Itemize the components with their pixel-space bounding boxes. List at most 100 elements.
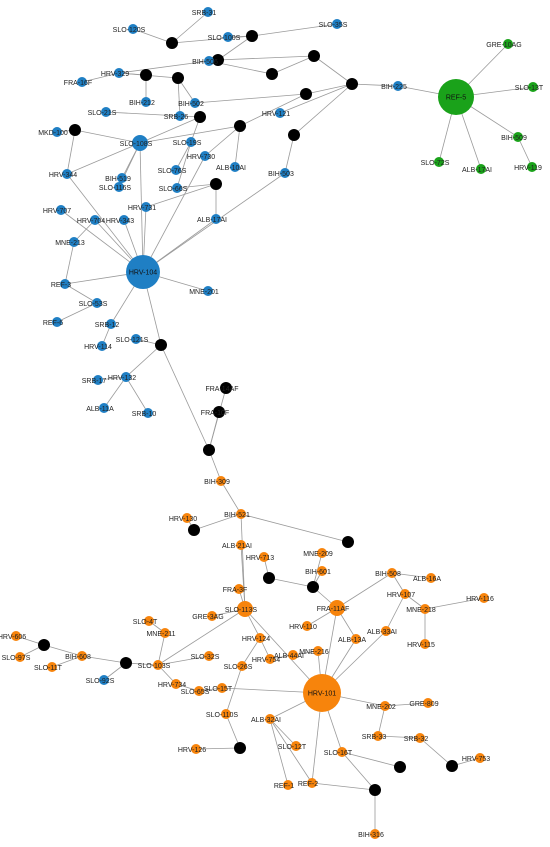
node-circle[interactable] — [317, 548, 327, 558]
node-circle[interactable] — [236, 540, 246, 550]
node-slo-53s[interactable]: SLO-53S — [79, 298, 108, 308]
node-circle[interactable] — [171, 165, 181, 175]
node-circle[interactable] — [302, 621, 312, 631]
node-circle[interactable] — [300, 88, 312, 100]
node-hrv-731[interactable]: HRV-731 — [128, 202, 156, 212]
node-circle[interactable] — [342, 536, 354, 548]
node-circle[interactable] — [380, 701, 390, 711]
node-mne-218[interactable]: MNE-218 — [406, 604, 436, 614]
node-fra-10f[interactable]: FRA-10F — [201, 406, 229, 418]
node-b_mid1[interactable] — [155, 339, 167, 351]
node-b_top4[interactable] — [140, 69, 152, 81]
node-hrv-114[interactable]: HRV-114 — [84, 341, 112, 351]
node-circle[interactable] — [317, 566, 327, 576]
node-circle[interactable] — [265, 714, 275, 724]
node-b_o3[interactable] — [263, 572, 275, 584]
node-circle[interactable] — [117, 173, 127, 183]
node-circle[interactable] — [234, 742, 246, 754]
node-hrv-343[interactable]: HRV-343 — [106, 215, 134, 225]
node-circle[interactable] — [166, 37, 178, 49]
node-circle[interactable] — [172, 72, 184, 84]
node-hrv-713[interactable]: HRV-713 — [246, 552, 274, 562]
node-alb-16a[interactable]: ALB-16A — [413, 573, 441, 583]
node-alb-33ai[interactable]: ALB-33AI — [367, 626, 397, 636]
node-circle[interactable] — [216, 476, 226, 486]
node-circle[interactable] — [99, 675, 109, 685]
node-circle[interactable] — [131, 334, 141, 344]
node-slo-32s[interactable]: SLO-32S — [191, 651, 220, 661]
node-hrv-707[interactable]: HRV-707 — [43, 205, 71, 215]
node-circle[interactable] — [190, 98, 200, 108]
node-alb-17ai[interactable]: ALB-17AI — [197, 214, 227, 224]
node-srb-26[interactable]: SRB-26 — [164, 111, 189, 121]
node-hrv-110[interactable]: HRV-110 — [289, 621, 317, 631]
node-gre-3ag[interactable]: GRE-3AG — [192, 611, 224, 621]
node-b_top2[interactable] — [246, 30, 258, 42]
node-slo-21s[interactable]: SLO-21S — [88, 107, 117, 117]
node-b_o9[interactable] — [394, 761, 406, 773]
node-circle[interactable] — [266, 68, 278, 80]
node-bih-608[interactable]: BIH-608 — [65, 651, 91, 661]
node-circle[interactable] — [434, 157, 444, 167]
node-alb-13a[interactable]: ALB-13A — [338, 634, 366, 644]
node-fra-11af[interactable]: FRA-11AF — [317, 600, 350, 616]
node-circle[interactable] — [415, 733, 425, 743]
node-circle[interactable] — [234, 120, 246, 132]
node-circle[interactable] — [393, 81, 403, 91]
node-circle[interactable] — [479, 593, 489, 603]
node-circle[interactable] — [303, 674, 341, 712]
node-circle[interactable] — [140, 69, 152, 81]
node-circle[interactable] — [56, 205, 66, 215]
node-slo-26s[interactable]: SLO-26S — [224, 661, 253, 671]
node-circle[interactable] — [119, 215, 129, 225]
node-circle[interactable] — [332, 19, 342, 29]
node-b_top6[interactable] — [266, 68, 278, 80]
node-bih-509[interactable]: BIH-509 — [501, 132, 527, 142]
node-mne-216[interactable]: MNE-216 — [299, 646, 329, 656]
node-circle[interactable] — [423, 698, 433, 708]
node-mne-211[interactable]: MNE-211 — [146, 628, 176, 638]
node-ref-6[interactable]: REF-6 — [43, 317, 63, 327]
node-circle[interactable] — [106, 319, 116, 329]
node-hrv-107[interactable]: HRV-107 — [387, 589, 415, 599]
node-slo-100s[interactable]: SLO-100S — [208, 32, 241, 42]
node-circle[interactable] — [52, 127, 62, 137]
node-circle[interactable] — [212, 54, 224, 66]
node-mne-202[interactable]: MNE-202 — [366, 701, 396, 711]
node-slo-116s[interactable]: SLO-116S — [99, 182, 131, 192]
node-circle[interactable] — [346, 78, 358, 90]
node-circle[interactable] — [329, 600, 345, 616]
node-hrv-704[interactable]: HRV-704 — [77, 215, 105, 225]
node-circle[interactable] — [172, 183, 182, 193]
node-circle[interactable] — [211, 214, 221, 224]
node-circle[interactable] — [283, 780, 293, 790]
node-circle[interactable] — [144, 616, 154, 626]
node-circle[interactable] — [476, 164, 486, 174]
node-circle[interactable] — [230, 162, 240, 172]
node-hrv-753[interactable]: HRV-753 — [462, 753, 490, 763]
node-hrv-132[interactable]: HRV-132 — [108, 372, 136, 382]
node-slo-12t[interactable]: SLO-12T — [278, 741, 307, 751]
node-circle[interactable] — [191, 744, 201, 754]
node-b_top1[interactable] — [166, 37, 178, 49]
node-bih-601[interactable]: BIH-601 — [305, 566, 331, 576]
node-circle[interactable] — [288, 129, 300, 141]
node-circle[interactable] — [132, 135, 148, 151]
node-b_top5[interactable] — [172, 72, 184, 84]
node-b_left1[interactable] — [69, 124, 81, 136]
node-circle[interactable] — [210, 178, 222, 190]
node-slo-66s[interactable]: SLO-66S — [159, 183, 188, 193]
node-circle[interactable] — [203, 444, 215, 456]
node-bih-502[interactable]: BIH-502 — [178, 98, 204, 108]
node-b_o2[interactable] — [342, 536, 354, 548]
node-hrv-124[interactable]: HRV-124 — [242, 633, 270, 643]
node-b_top12[interactable] — [194, 111, 206, 123]
node-circle[interactable] — [513, 132, 523, 142]
node-circle[interactable] — [373, 731, 383, 741]
node-b_top3[interactable] — [212, 54, 224, 66]
node-slo-92s[interactable]: SLO-92S — [86, 675, 115, 685]
node-circle[interactable] — [217, 683, 227, 693]
node-circle[interactable] — [203, 7, 213, 17]
node-circle[interactable] — [62, 169, 72, 179]
node-circle[interactable] — [90, 215, 100, 225]
